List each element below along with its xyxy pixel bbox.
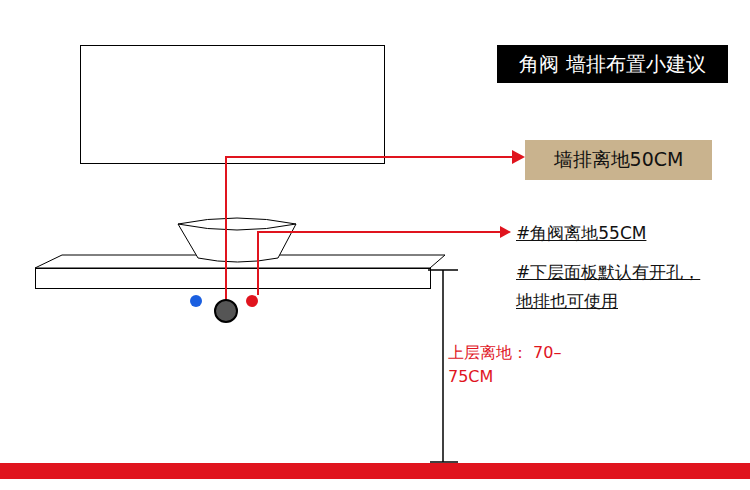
dimension-tick: [430, 461, 458, 463]
basin-rim: [178, 224, 296, 230]
box-text: 墙排离地50CM: [554, 147, 684, 173]
basin: [178, 218, 296, 262]
leader-line: [258, 232, 500, 295]
note-text: #角阀离地55CM: [516, 222, 741, 244]
cold-valve: [190, 295, 202, 307]
dimension-label: 上层离地： 70–75CM: [448, 341, 563, 389]
floor-bar: [0, 463, 750, 479]
title-band: 角阀 墙排布置小建议: [497, 45, 728, 83]
drain: [215, 300, 237, 322]
arrowhead: [500, 226, 511, 238]
arrowhead: [512, 150, 525, 164]
leader-line: [226, 157, 512, 300]
dimension-line: [442, 270, 444, 462]
hot-valve: [246, 295, 258, 307]
shelf-front: [36, 269, 431, 289]
title: 角阀 墙排布置小建议: [519, 51, 705, 78]
dimension-tick: [428, 269, 458, 271]
mirror-outline: [81, 46, 385, 164]
note-text: #下层面板默认有开孔， 地排也可使用: [516, 258, 721, 316]
label-box: 墙排离地50CM: [525, 140, 712, 180]
